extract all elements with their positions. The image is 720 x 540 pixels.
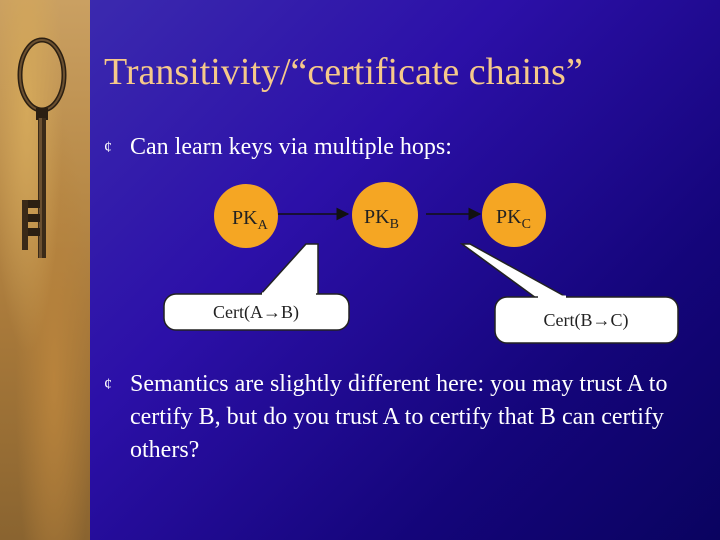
bullet-marker-icon: ¢ (104, 139, 112, 156)
slide-title: Transitivity/“certificate chains” (104, 51, 583, 93)
key-node-label: PKB (364, 206, 399, 232)
cert-b-to-c-label: Cert(B→C) (544, 310, 629, 331)
cert-ab-callout-pointer (258, 243, 319, 296)
key-node-c: PKC (482, 183, 546, 247)
key-node-label: PKA (232, 207, 269, 233)
cert-bc-callout-pointer (459, 243, 569, 299)
cert-a-to-b-label: Cert(A→B) (213, 302, 299, 323)
bullet-text: Can learn keys via multiple hops: (130, 134, 452, 160)
key-photo-strip (0, 0, 90, 540)
bullet-marker-icon: ¢ (104, 376, 112, 393)
bullet-text: Semantics are slightly different here: y… (130, 371, 668, 463)
key-node-b: PKB (352, 182, 418, 248)
bullet-item: ¢ Can learn keys via multiple hops: (104, 131, 704, 164)
cert-b-to-c-box: Cert(B→C) (494, 295, 679, 344)
vintage-key-icon (17, 37, 67, 258)
key-node-label: PKC (496, 206, 531, 232)
bullet-item: ¢ Semantics are slightly different here:… (104, 368, 704, 467)
cert-a-to-b-box: Cert(A→B) (163, 292, 350, 331)
key-node-a: PKA (214, 184, 278, 248)
